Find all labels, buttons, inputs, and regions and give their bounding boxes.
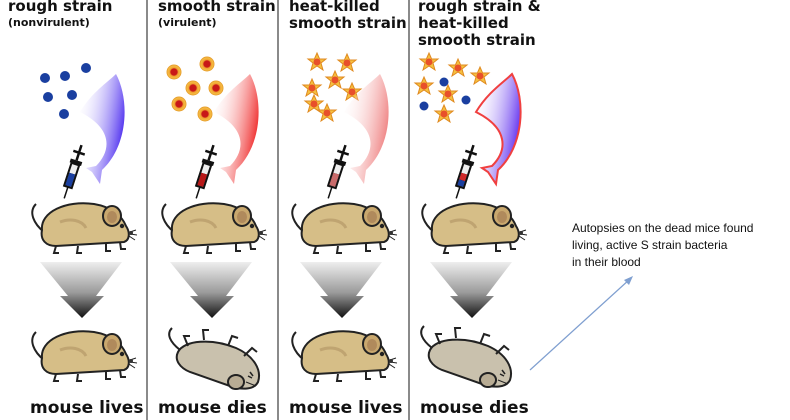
down-arrow <box>430 262 512 318</box>
syringe-icon <box>189 141 221 202</box>
injection-arrow <box>474 72 522 187</box>
autopsy-annotation: Autopsies on the dead mice found living,… <box>572 221 754 269</box>
panel-heat-killed: heat-killed smooth strain mouse lives <box>279 0 408 420</box>
panel-1-graphics <box>30 63 139 383</box>
panel-title: smooth strain <box>158 0 276 15</box>
panel-title: heat-killed smooth strain <box>289 0 407 32</box>
panel-divider <box>408 0 410 420</box>
panel-title: rough strain & heat-killed smooth strain <box>418 0 541 49</box>
smooth-bacteria-cluster <box>166 56 224 122</box>
syringe-icon <box>57 141 89 202</box>
syringe-icon <box>449 141 481 202</box>
panel-title: rough strain <box>8 0 113 15</box>
panel-4-graphics <box>414 52 529 388</box>
outcome-label: mouse lives <box>289 398 403 418</box>
panel-divider <box>146 0 148 420</box>
panel-smooth-strain: smooth strain (virulent) mouse dies <box>148 0 277 420</box>
panel-rough-strain: rough strain (nonvirulent) mouse lives <box>0 0 146 420</box>
outcome-label: mouse dies <box>420 398 529 418</box>
down-arrow <box>300 262 382 318</box>
syringe-icon <box>321 141 353 202</box>
panel-mixed-strain: rough strain & heat-killed smooth strain… <box>410 0 560 420</box>
injection-arrow <box>214 74 259 184</box>
panel-subtitle: (virulent) <box>158 16 217 29</box>
injection-arrow <box>80 74 125 184</box>
panel-2-graphics <box>160 56 269 390</box>
annotation-arrowhead <box>624 276 633 285</box>
rough-bacteria-cluster <box>40 63 91 119</box>
panel-3-graphics <box>290 52 399 383</box>
annotation-arrow <box>529 278 631 371</box>
down-arrow <box>40 262 122 318</box>
injection-arrow <box>344 74 389 184</box>
down-arrow <box>170 262 252 318</box>
mixed-bacteria-cluster <box>414 52 490 123</box>
panel-divider <box>277 0 279 420</box>
outcome-label: mouse lives <box>30 398 144 418</box>
panel-subtitle: (nonvirulent) <box>8 16 90 29</box>
outcome-label: mouse dies <box>158 398 267 418</box>
